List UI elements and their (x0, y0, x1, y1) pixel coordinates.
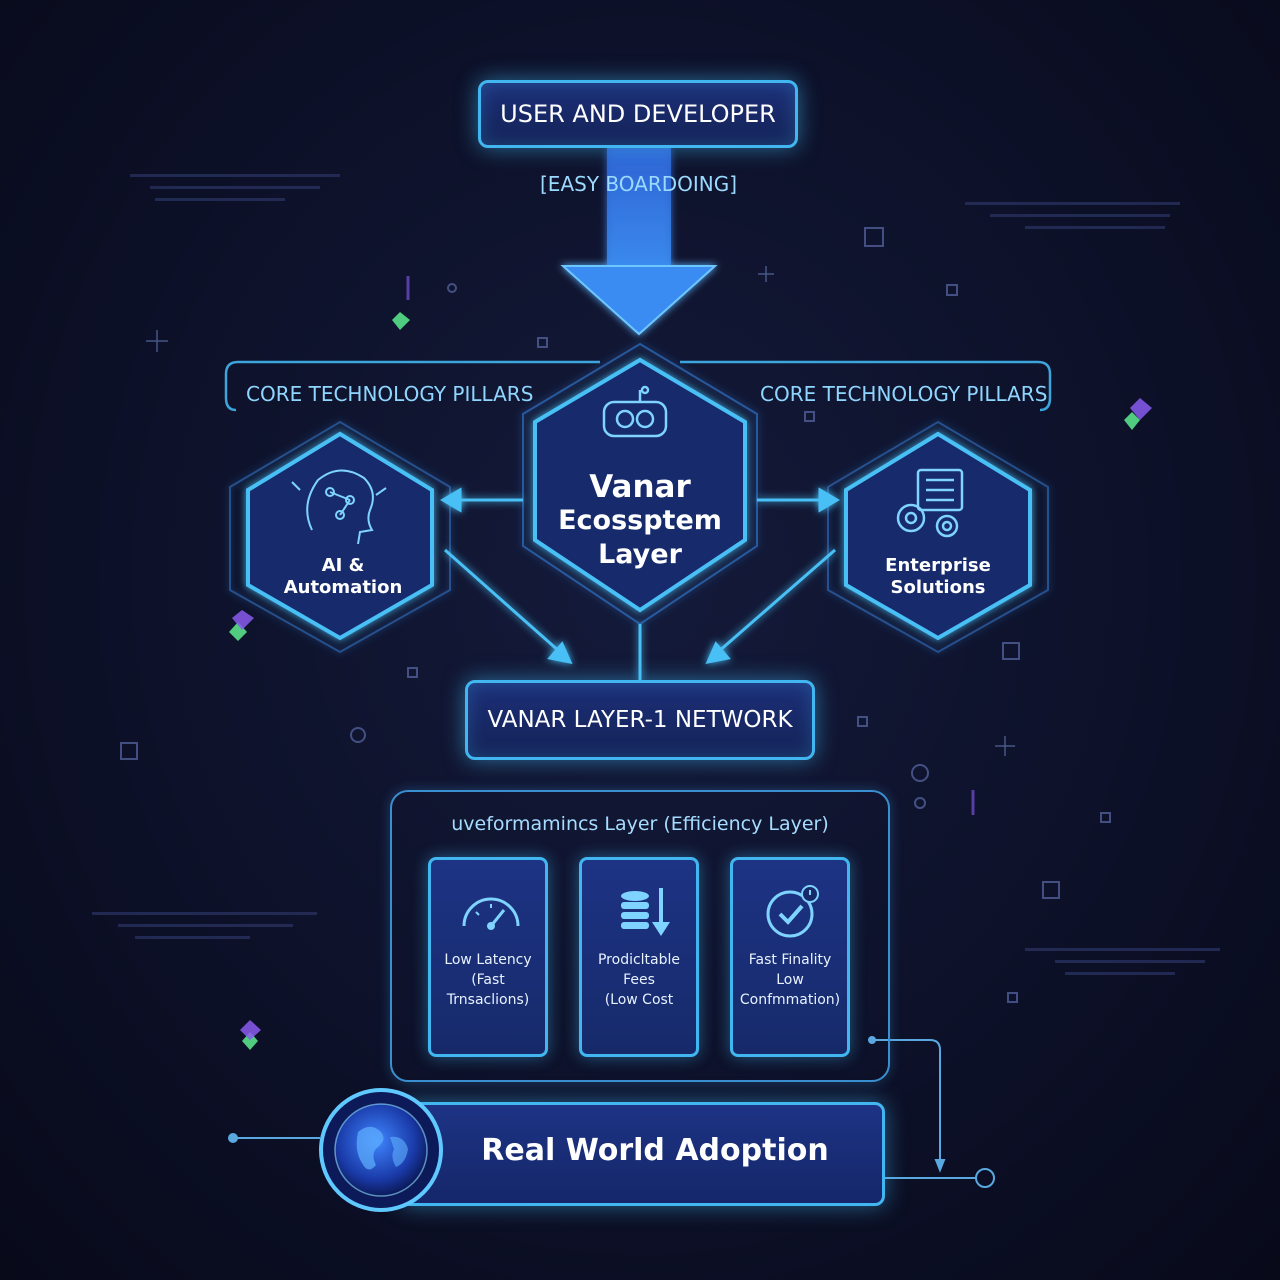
gears-building-icon (896, 468, 964, 538)
center-title-line3: Layer (598, 539, 682, 570)
coin-stack-down-icon (621, 888, 670, 936)
card-1-line1: Low Latency (444, 952, 532, 968)
pillars-brackets (224, 360, 1052, 412)
side-arrows (440, 487, 840, 680)
low-latency-card: Low Latency (Fast Trnsaclions) (428, 857, 548, 1057)
speedometer-icon (462, 897, 520, 930)
layer1-network-box: VANAR LAYER-1 NETWORK (465, 680, 815, 760)
ai-label-line1: AI & (321, 555, 365, 576)
card-3-line3: Confmmation) (739, 992, 841, 1008)
easy-onboarding-label: [EASY BOARDOING] (540, 172, 738, 196)
globe-icon (319, 1088, 443, 1212)
ai-automation-label: AI & Automation (268, 555, 418, 599)
pillars-label-left: CORE TECHNOLOGY PILLARS (246, 382, 534, 406)
ai-label-line2: Automation (283, 577, 403, 598)
predictable-fees-card: Prodicltable Fees (Low Cost (579, 857, 699, 1057)
card-2-line1: Prodicltable Fees (597, 952, 681, 988)
center-title-line2: Ecossptem (558, 505, 722, 536)
card-3-line1: Fast Finality (748, 952, 832, 968)
ent-label-line2: Solutions (890, 577, 986, 598)
right-hexagon (827, 420, 1049, 654)
brain-head-icon (291, 469, 387, 545)
background-decor (120, 227, 1111, 1003)
center-title-line1: Vanar (589, 469, 691, 505)
vr-headset-icon (602, 385, 668, 438)
performance-layer-frame (390, 790, 890, 1082)
performance-layer-title: uveformamincs Layer (Efficiency Layer) (451, 813, 829, 835)
left-hexagon (229, 420, 451, 654)
clock-check-icon (766, 885, 819, 938)
ent-label-line1: Enterprise (885, 555, 991, 576)
pillars-label-right: CORE TECHNOLOGY PILLARS (760, 382, 1048, 406)
down-arrow (560, 148, 718, 336)
center-hex-title: Vanar Ecossptem Layer (540, 470, 740, 572)
real-world-adoption-label: Real World Adoption (481, 1133, 829, 1168)
enterprise-solutions-label: Enterprise Solutions (863, 555, 1013, 599)
card-2-line2: (Low Cost (604, 992, 674, 1008)
card-1-line2: (Fast Trnsaclions) (446, 972, 530, 1008)
card-3-line2: Low (776, 972, 804, 988)
user-developer-box: USER AND DEVELOPER (478, 80, 798, 148)
sparkles (229, 312, 1140, 1050)
fast-finality-card: Fast Finality Low Confmmation) (730, 857, 850, 1057)
side-connector (228, 1036, 995, 1188)
